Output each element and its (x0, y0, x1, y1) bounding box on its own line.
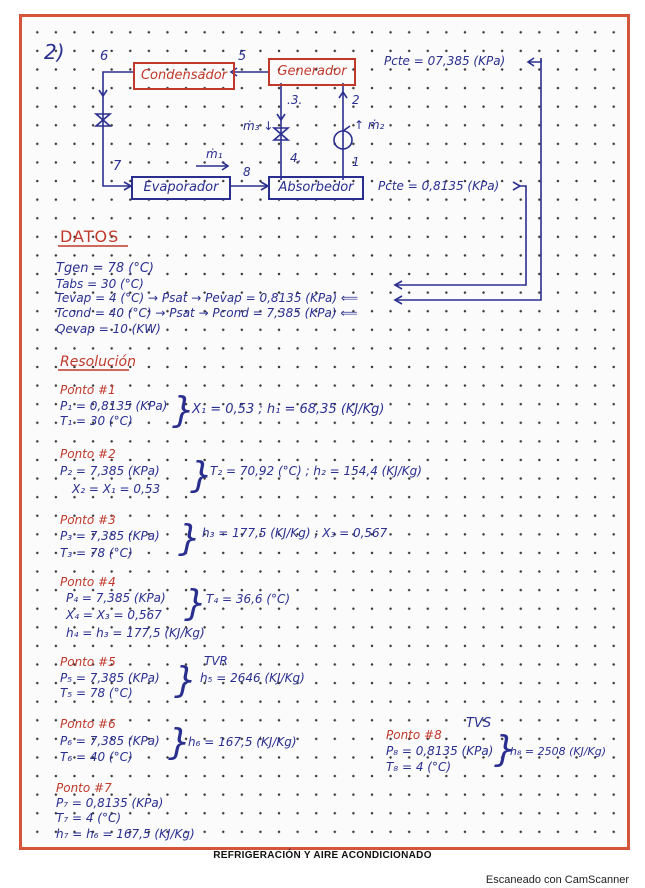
ponto1-title: Ponto #1 (60, 383, 116, 397)
pump-outlet (342, 125, 351, 132)
condensador-box: Condensador (133, 62, 235, 90)
m1-arrow-head (221, 161, 230, 171)
ponto8-result: h₈ = 2508 (KJ/Kg) (510, 745, 607, 758)
ponto3-result: h₃ = 177,5 (KJ/Kg) ; X₃ = 0,567 (202, 526, 388, 540)
node-1: 1 (352, 155, 360, 169)
datos-tabs: Tabs = 30 (°C) (56, 277, 144, 291)
ponto4-h: h₄ = h₃ = 177,5 (KJ/Kg) (66, 626, 205, 640)
generador-box: Generador (268, 58, 356, 86)
ponto8-t: T₈ = 4 (°C) (386, 760, 452, 774)
link-pcond (395, 58, 542, 301)
ponto5-brace: } (174, 660, 197, 701)
ponto2-result: T₂ = 70,92 (°C) ; h₂ = 154,4 (KJ/Kg) (210, 464, 422, 478)
m1-label: ṁ₁ (206, 147, 223, 161)
notebook-page (19, 14, 630, 850)
ponto8-brace: } (494, 729, 517, 770)
node-2: 2 (352, 93, 360, 107)
ponto7-p: P₇ = 0,8135 (KPa) (56, 796, 164, 810)
datos-qevap: Qevap = 10 (KW) (56, 322, 161, 336)
ponto7-t: T₇ = 4 (°C) (56, 811, 122, 825)
m2-label: ↑ ṁ₂ (354, 118, 385, 132)
ponto6-brace: } (168, 722, 191, 763)
ponto5-p: P₅ = 7,385 (KPa) (60, 671, 160, 685)
ponto6-title: Ponto #6 (60, 717, 116, 731)
ponto5-result: h₅ = 2646 (KJ/Kg) (200, 671, 305, 685)
ponto6-result: h₆ = 167,5 (KJ/Kg) (188, 735, 297, 749)
ponto8-tag: TVS (466, 716, 492, 731)
ponto1-brace: } (172, 390, 195, 431)
ponto3-p: P₃ = 7,385 (KPa) (60, 529, 160, 543)
datos-tevap: Tevap = 4 (°C) → Psat → Pevap = 0,8135 (… (56, 291, 359, 305)
datos-tcond: Tcond = 40 (°C) → Psat → Pcond = 7,385 (… (56, 306, 358, 320)
evaporador-box: Evaporador (131, 176, 231, 200)
absorbedor-box: Absorbedor (268, 176, 364, 200)
link-pevap (395, 185, 527, 286)
arrow-5 (229, 67, 238, 77)
ponto4-p: P₄ = 7,385 (KPa) (66, 591, 166, 605)
ponto4-brace: } (184, 583, 207, 624)
ponto4-result: T₄ = 36,6 (°C) (206, 592, 291, 606)
ponto2-p: P₂ = 7,385 (KPa) (60, 464, 160, 478)
ponto1-p: P₁ = 0,8135 (KPa) (60, 399, 168, 413)
scanner-watermark: Escaneado con CamScanner (485, 874, 629, 886)
ponto4-title: Ponto #4 (60, 575, 116, 589)
ponto2-title: Ponto #2 (60, 447, 116, 461)
ponto5-tag: TVR (204, 654, 228, 668)
ponto4-x: X₄ = X₃ = 0,567 (66, 608, 162, 622)
node-8: 8 (243, 165, 251, 179)
ponto2-x: X₂ = X₁ = 0,53 (72, 482, 161, 496)
pcte-low-label: Pcte = 0,8135 (KPa) (378, 179, 500, 193)
page-footer: REFRIGERACIÓN Y AIRE ACONDICIONADO (213, 850, 432, 861)
datos-tgen: Tgen = 78 (°C) (56, 261, 154, 276)
ponto8-p: P₈ = 0,8135 (KPa) (386, 744, 494, 758)
ponto1-t: T₁ = 30 (°C) (60, 414, 133, 428)
ponto7-title: Ponto #7 (56, 781, 112, 795)
pcte-high-label: Pcte = 07,385 (KPa) (384, 54, 506, 68)
ponto3-brace: } (178, 518, 201, 559)
ponto1-result: X₁ = 0,53 ; h₁ = 68,35 (KJ/Kg) (192, 402, 385, 417)
node-5: 5 (238, 49, 247, 64)
arrow-2 (338, 90, 348, 99)
ponto2-brace: } (190, 455, 213, 496)
node-3: .3. (287, 93, 303, 107)
ponto7-h: h₇ = h₆ = 167,5 (KJ/Kg) (56, 827, 195, 841)
node-6: 6 (100, 49, 109, 64)
ponto6-t: T₆ = 40 (°C) (60, 750, 133, 764)
datos-title: DATOS (60, 227, 120, 246)
problem-number: 2) (44, 40, 65, 64)
ponto3-title: Ponto #3 (60, 513, 116, 527)
resolucion-title: Resolución (60, 354, 136, 370)
ponto5-title: Ponto #5 (60, 655, 116, 669)
node-7: 7 (113, 159, 122, 174)
arrow-3 (276, 113, 286, 122)
expansion-valve-right (271, 127, 291, 141)
ponto8-title: Ponto #8 (386, 728, 442, 742)
expansion-valve-left (93, 113, 113, 127)
node-4: 4. (290, 151, 302, 165)
ponto5-t: T₅ = 78 (°C) (60, 686, 133, 700)
m3-label: ṁ₃ ↓ (243, 119, 274, 133)
line-6-7 (102, 71, 133, 187)
arrow-6 (98, 89, 108, 98)
ponto6-p: P₆ = 7,385 (KPa) (60, 734, 160, 748)
ponto3-t: T₃ = 78 (°C) (60, 546, 133, 560)
